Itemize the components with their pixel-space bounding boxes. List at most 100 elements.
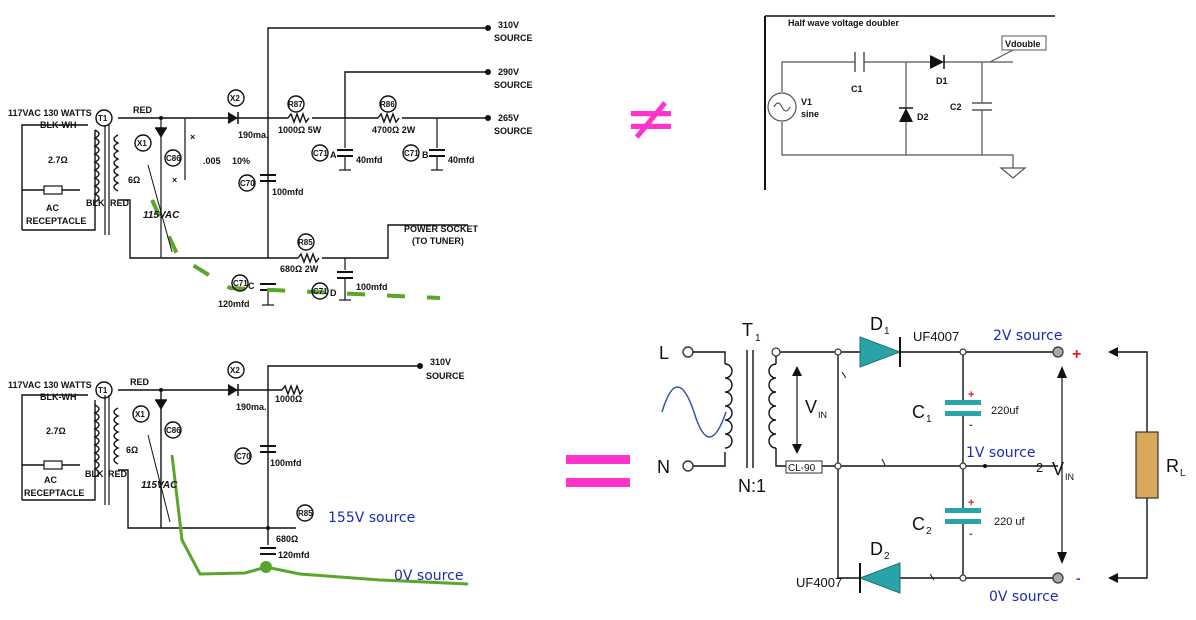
- tl-c71d-label: C71: [313, 287, 328, 296]
- br-primary-coil-icon: [724, 363, 733, 449]
- tl-r85-label: R85: [298, 238, 313, 247]
- bl-ground-overlay: [170, 454, 469, 586]
- br-d2-icon: [858, 562, 901, 594]
- tl-mains-label: 117VAC 130 WATTS: [8, 108, 92, 118]
- tl-r85-icon: [297, 252, 320, 264]
- svg-text:1: 1: [755, 333, 761, 344]
- br-d2-label: D: [870, 539, 883, 559]
- br-cl90-label: CL-90: [788, 463, 816, 474]
- bl-x2-badge: [227, 361, 245, 379]
- br-2vin-two: 2: [1036, 460, 1043, 475]
- bl-c70-value: 100mfd: [270, 458, 302, 468]
- not-equal-symbol: ≠: [624, 82, 678, 156]
- br-c1-plus: +: [968, 389, 974, 401]
- tl-c86-badge: [164, 149, 182, 167]
- br-uf4007-top: UF4007: [913, 329, 959, 344]
- bl-vac115-label: 115VAC: [141, 480, 178, 491]
- svg-text:×: ×: [190, 132, 195, 142]
- tl-290v-label: 290V: [498, 67, 519, 77]
- tl-c005-label: .005: [203, 156, 221, 166]
- bl-0v-source-label: 0V source: [394, 568, 463, 584]
- bl-x2-diode-icon: [228, 384, 238, 396]
- tl-ac-label: AC: [46, 203, 59, 213]
- tl-c71a-value: 40mfd: [356, 155, 383, 165]
- svg-text:1: 1: [884, 326, 890, 337]
- tl-c71c-badge: [231, 274, 249, 292]
- br-d1-icon: [859, 336, 902, 368]
- tl-c71c-icon: [260, 283, 276, 306]
- bl-r85-label: R85: [298, 509, 313, 518]
- bl-blk-label: BLK: [85, 469, 104, 479]
- tl-c86-label: C86: [166, 154, 181, 163]
- tl-mains-wires: [21, 124, 96, 231]
- tl-vac115-label: 115VAC: [143, 210, 180, 221]
- bl-x2-label: X2: [230, 366, 240, 375]
- tl-310v-label: 310V: [498, 20, 519, 30]
- tl-ohm6-label: 6Ω: [128, 175, 140, 185]
- br-terminal-minus: [1052, 572, 1064, 584]
- tl-c71a-icon: [337, 118, 353, 171]
- tl-r87-value: 1000Ω 5W: [278, 125, 322, 135]
- tl-c71d-icon: [337, 258, 353, 301]
- svg-text:IN: IN: [1065, 472, 1074, 482]
- br-t1-label: T: [742, 320, 753, 340]
- top-left-schematic: × ×: [8, 20, 533, 309]
- bl-x1-badge: [132, 405, 150, 423]
- br-rl-label: R: [1166, 456, 1179, 476]
- bl-310v-source: SOURCE: [426, 371, 465, 381]
- top-right-schematic: Half wave voltage doubler Vdouble C1 D1 …: [764, 15, 1055, 190]
- bl-res27-label: 2.7Ω: [46, 426, 66, 436]
- br-c1-label: C: [912, 402, 925, 422]
- br-n-label: N: [657, 457, 670, 477]
- br-2vin-label: V: [1052, 459, 1064, 479]
- tl-c71b-icon: [429, 118, 445, 171]
- svg-text:L: L: [1180, 468, 1186, 479]
- br-terminal-n: [682, 460, 694, 472]
- tl-c71d-letter: D: [330, 288, 337, 298]
- tl-r86-badge: [379, 95, 397, 113]
- tl-c71a-letter: A: [330, 150, 337, 160]
- tl-t1-label: T1: [98, 114, 108, 123]
- br-terminal-plus: [1052, 346, 1064, 358]
- tl-red-label: RED: [133, 105, 153, 115]
- bl-c86-label: C86: [166, 426, 181, 435]
- tl-red2-label: RED: [110, 198, 130, 208]
- tr-c1-label: C1: [851, 84, 863, 94]
- bottom-right-schematic: CL-90 V IN L N: [657, 314, 1186, 605]
- bl-x1-label: X1: [135, 410, 145, 419]
- tl-x1-label: X1: [137, 139, 147, 148]
- br-c2-plus: +: [968, 497, 974, 509]
- br-ratio-label: N:1: [738, 476, 766, 496]
- br-ac-source-icon: [661, 386, 727, 438]
- tr-wires: [781, 61, 1014, 168]
- tl-ma190-label: 190ma.: [238, 130, 269, 140]
- tl-r87-label: R87: [288, 100, 303, 109]
- tl-ground-dash-overlay: [150, 199, 441, 300]
- br-d1-label: D: [870, 314, 883, 334]
- bl-ac-label: AC: [44, 475, 57, 485]
- tl-r86-value: 4700Ω 2W: [372, 125, 416, 135]
- br-c2-label: C: [912, 514, 925, 534]
- bl-c86-badge: [164, 421, 182, 439]
- br-c1-icon: [945, 400, 981, 405]
- tr-d1-label: D1: [936, 76, 948, 86]
- tl-blk-label: BLK: [86, 198, 105, 208]
- tl-receptacle-label: RECEPTACLE: [26, 216, 86, 226]
- tl-c70-label: C70: [240, 179, 255, 188]
- bl-fuse-icon: [43, 460, 63, 470]
- tl-socket-sub: (TO TUNER): [412, 236, 464, 246]
- svg-text:1: 1: [926, 414, 932, 425]
- tl-290v-source: SOURCE: [494, 80, 533, 90]
- bl-ground-node: [260, 561, 272, 573]
- tl-t1-badge: [95, 109, 113, 127]
- br-1v-source-label: 1V source: [966, 445, 1035, 461]
- tl-c70-badge: [238, 174, 256, 192]
- tl-fuse-icon: [43, 185, 63, 195]
- br-terminal-l: [682, 346, 694, 358]
- tl-c71c-label: C71: [233, 279, 248, 288]
- tl-r86-label: R86: [380, 100, 395, 109]
- tl-c71c-letter: C: [248, 281, 255, 291]
- bl-x1-diode-icon: [155, 400, 167, 410]
- tr-ground-icon: [999, 167, 1027, 179]
- bl-310v-label: 310V: [430, 357, 451, 367]
